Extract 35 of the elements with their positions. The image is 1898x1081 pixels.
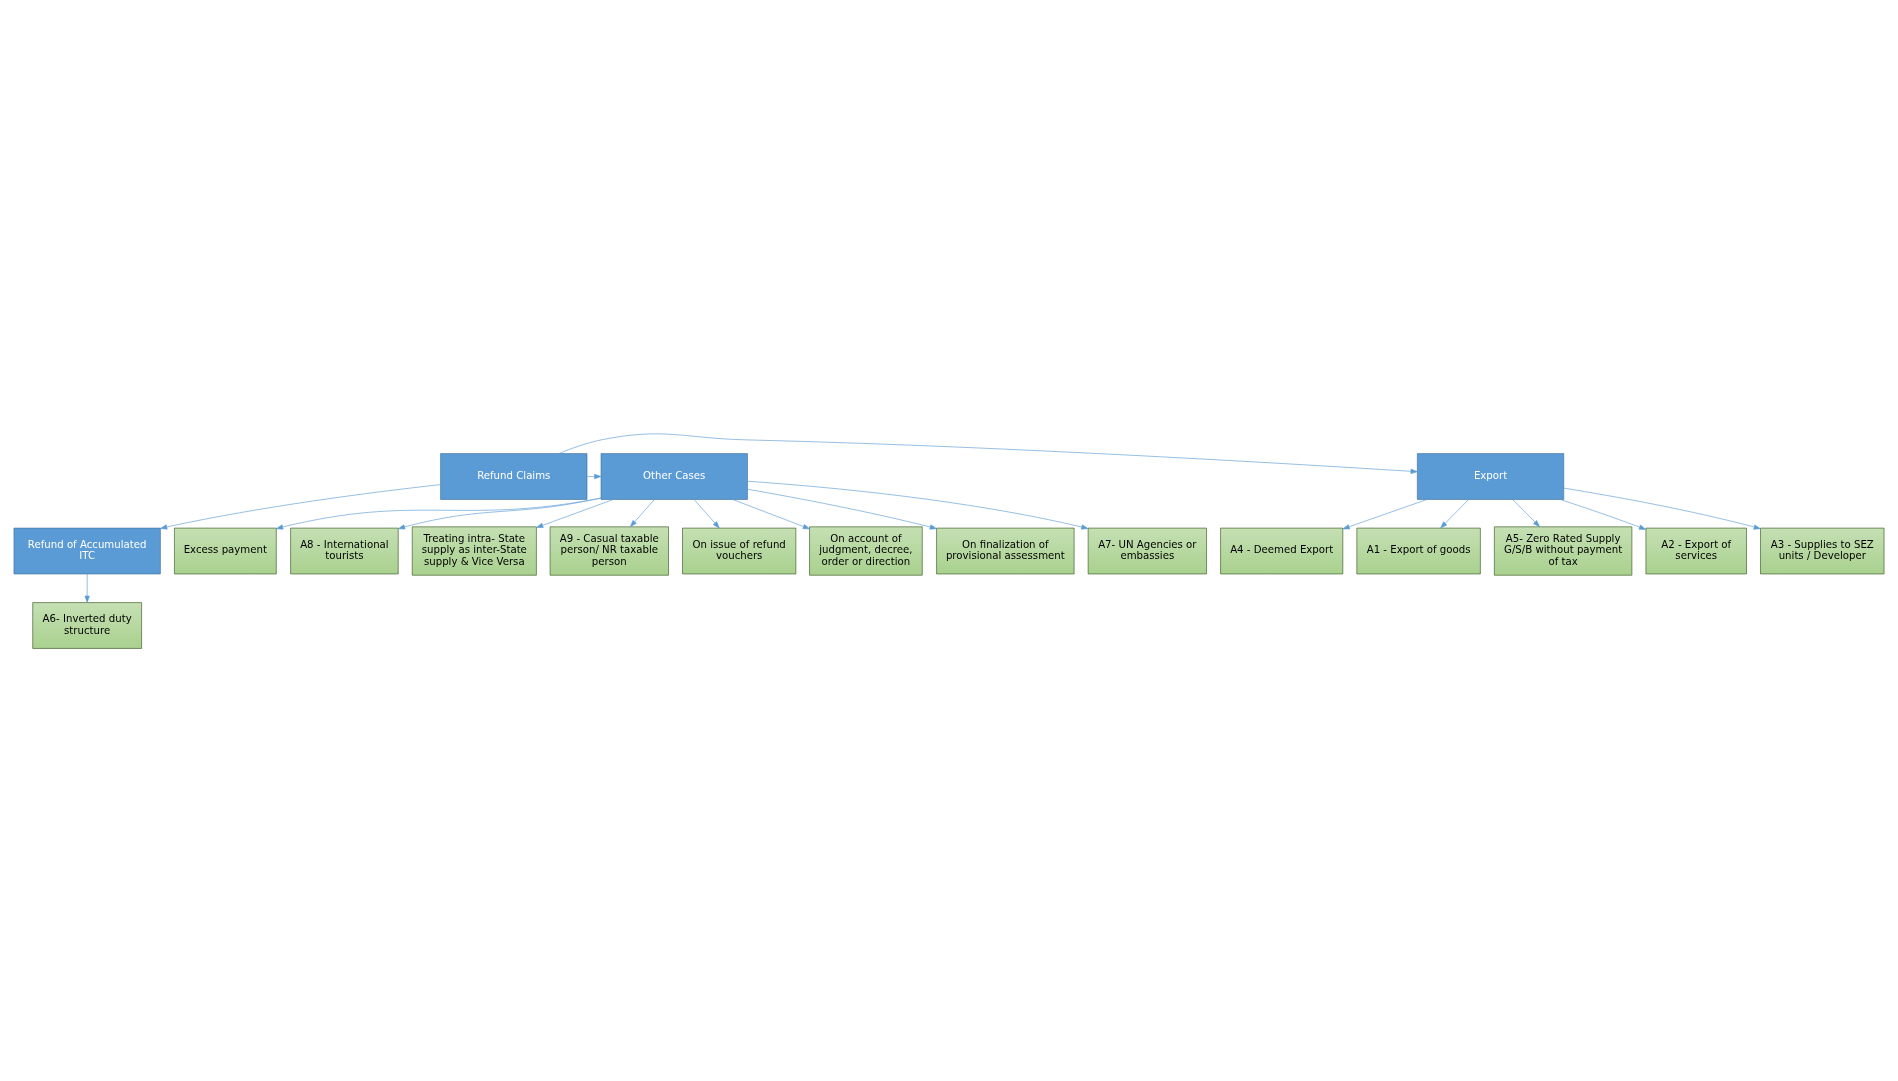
- node-box: A7- UN Agencies or embassies: [1087, 527, 1207, 574]
- arrow: [732, 498, 810, 529]
- arrow: [1560, 498, 1646, 530]
- node-box: A5- Zero Rated Supply G/S/B without payment of tax: [1494, 526, 1633, 576]
- node-box: Treating intra- State supply as inter-State supply & Vice Versa: [411, 526, 537, 576]
- arrow: [558, 433, 1418, 474]
- node-box: A1 - Export of goods: [1356, 527, 1481, 574]
- node-box: Refund Claims: [440, 452, 588, 500]
- arrow: [586, 473, 602, 479]
- arrow: [84, 573, 90, 603]
- node-box: A3 - Supplies to SEZ units / Developer: [1760, 527, 1885, 574]
- node-box: On finalization of provisional assessment: [936, 527, 1075, 574]
- node-box: A4 - Deemed Export: [1220, 527, 1344, 574]
- node-box: Refund of Accumulated ITC: [13, 527, 161, 574]
- node-box: A8 - International tourists: [290, 527, 399, 574]
- arrow: [1512, 498, 1540, 527]
- node-box: A6- Inverted duty structure: [32, 601, 142, 649]
- arrow: [1440, 498, 1469, 528]
- arrow: [1342, 498, 1428, 529]
- arrow: [693, 498, 720, 528]
- node-box: On account of judgment, decree, order or direction: [809, 526, 923, 576]
- arrow: [276, 497, 602, 529]
- node-box: A2 - Export of services: [1645, 527, 1747, 574]
- node-box: A9 - Casual taxable person/ NR taxable person: [549, 526, 669, 576]
- arrow: [630, 498, 655, 527]
- node-box: Other Cases: [600, 452, 748, 500]
- node-box: Export: [1417, 452, 1565, 500]
- arrow: [536, 498, 614, 528]
- arrow: [747, 480, 1089, 529]
- arrow: [747, 488, 937, 529]
- node-box: Excess payment: [174, 527, 277, 574]
- node-box: On issue of refund vouchers: [682, 527, 797, 574]
- arrow: [1563, 487, 1761, 529]
- arrow: [398, 497, 602, 529]
- arrow: [160, 483, 441, 529]
